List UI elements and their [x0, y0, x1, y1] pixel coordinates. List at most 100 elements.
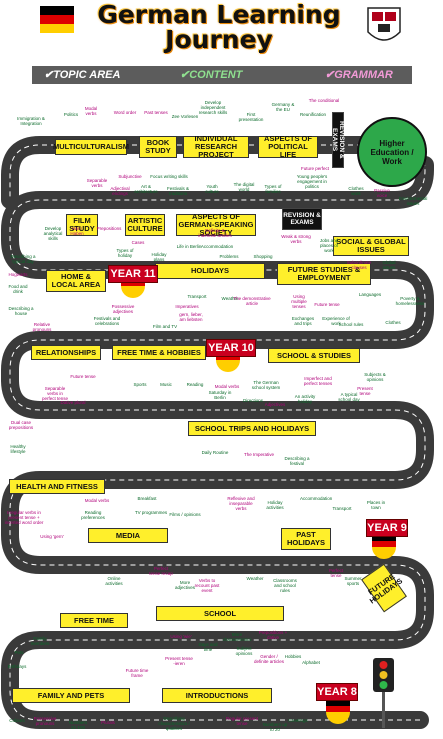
- note: Has / Haben: [70, 226, 84, 236]
- note: Plurals: [101, 720, 115, 725]
- note: Saturday in Berlin: [208, 390, 232, 400]
- topic-free-time-hobbies: FREE TIME & HOBBIES: [112, 345, 206, 360]
- note: Experience of work: [322, 316, 350, 326]
- german-flag-icon: [40, 6, 74, 33]
- note: Modal verbs: [84, 106, 98, 116]
- note: Imperfect and perfect tenses: [303, 376, 333, 386]
- note: Subjunctive: [118, 174, 142, 179]
- note: Modal verbs: [214, 384, 240, 389]
- note: Politics: [63, 112, 79, 117]
- topic-school-trips: SCHOOL TRIPS AND HOLIDAYS: [188, 421, 316, 436]
- note: More adjectives: [174, 580, 195, 590]
- note: Numbers up to 20: [262, 722, 288, 732]
- topic-past-holidays: PAST HOLIDAYS: [281, 528, 331, 550]
- topic-individual-research: INDIVIDUAL RESEARCH PROJECT: [183, 135, 249, 159]
- note: Online activities: [105, 576, 123, 586]
- note: Word order: [113, 110, 137, 115]
- note: Describing a festival: [284, 456, 310, 466]
- note: Focus writing skills: [150, 174, 188, 179]
- year-10-badge: YEAR 10: [206, 339, 256, 357]
- note: Music: [160, 382, 172, 387]
- note: Future tense: [70, 374, 96, 379]
- title-line-1: German Learning: [97, 0, 341, 29]
- note: Accommodation: [300, 496, 333, 501]
- note: Describing a house: [8, 306, 34, 316]
- note: Transport: [332, 506, 352, 511]
- note: Reading preferences: [81, 510, 105, 520]
- topic-family-pets: FAMILY AND PETS: [12, 688, 130, 703]
- school-crest-icon: [367, 7, 401, 41]
- topic-film-study: FILM STUDY: [66, 214, 98, 236]
- note: Life in Berlin: [176, 244, 202, 249]
- note: Gender / definite articles: [254, 654, 285, 664]
- higher-education-circle: Higher Education / Work: [357, 117, 427, 187]
- note: Possessive pronouns: [33, 716, 57, 726]
- note: Prepositions + dative: [258, 630, 288, 640]
- note: Places in town: [366, 500, 386, 510]
- note: Weather: [246, 576, 264, 581]
- note: Hogwarts: [8, 272, 28, 277]
- note: Develop independent research skills: [198, 100, 228, 115]
- note: Separable verbs in perfect tense: [41, 386, 68, 401]
- note: gern, lieber, am liebsten: [179, 312, 203, 322]
- note: Future time frame: [125, 668, 149, 678]
- key-topic-area: ✔TOPIC AREA: [44, 69, 121, 81]
- note: Clothes: [385, 320, 401, 325]
- note: Types of families: [264, 184, 282, 194]
- note: Directions: [242, 398, 263, 403]
- note: Adjectival endings: [110, 186, 130, 196]
- note: Develop analytical skills: [43, 226, 63, 241]
- note: Jobs and places of work: [319, 238, 339, 253]
- note: Festivals & traditions: [166, 186, 189, 196]
- note: Global issues: [382, 260, 396, 270]
- note: Using 'wie': [170, 634, 192, 639]
- note: Greetings: [288, 718, 308, 723]
- note: Future tense: [314, 302, 340, 307]
- note: Summer sports: [344, 576, 362, 586]
- note: Prepositions: [96, 226, 122, 231]
- note: TV programmes: [134, 510, 168, 515]
- note: School rules: [338, 322, 364, 327]
- note: The Imperative: [244, 452, 275, 457]
- note: Languages: [358, 292, 382, 297]
- note: Describing characteristics / qualities: [158, 716, 190, 731]
- note: Shopping: [253, 254, 273, 259]
- note: Transport: [187, 294, 207, 299]
- note: Healthy lifestyle: [10, 444, 26, 454]
- note: Perfect tense: [328, 568, 344, 578]
- note: Festivals and celebrations: [93, 316, 121, 326]
- note: Imperatives: [175, 304, 199, 309]
- note: Breakfast: [137, 496, 157, 501]
- note: An activity holiday: [294, 394, 316, 404]
- topic-social-issues: SOCIAL & GLOBAL ISSUES: [333, 236, 409, 256]
- topic-german-society: ASPECTS OF GERMAN-SPEAKING SOCIETY: [176, 213, 256, 237]
- topic-introductions: INTRODUCTIONS: [162, 688, 272, 703]
- note: Sports: [133, 382, 147, 387]
- note: First presentation: [238, 112, 264, 122]
- topic-artistic-culture: ARTISTIC CULTURE: [125, 214, 165, 236]
- note: More characteristics: [222, 632, 252, 642]
- year-11-badge: YEAR 11: [108, 265, 158, 283]
- note: Subordinate clauses: [346, 260, 372, 270]
- note: Daily Routine: [201, 450, 229, 455]
- note: Present tense -ieren: [165, 656, 193, 666]
- note: Germany & the EU: [271, 102, 295, 112]
- topic-political-life: ASPECTS OF POLITICAL LIFE: [258, 135, 318, 159]
- note: Art & architecture: [134, 184, 158, 194]
- topic-school: SCHOOL: [156, 606, 284, 621]
- topic-health-fitness: HEALTH AND FITNESS: [9, 479, 105, 494]
- note: Regular present tense: [225, 716, 259, 726]
- note: Colours: [9, 718, 25, 723]
- topic-book-study: BOOK STUDY: [139, 136, 177, 158]
- note: Family members: [30, 636, 50, 646]
- note: The conditional: [308, 98, 340, 103]
- note: Holiday plans: [151, 252, 167, 262]
- note: Exchanges and trips: [291, 316, 315, 326]
- note: Past tenses: [144, 110, 168, 115]
- title-line-2: Journey: [165, 25, 273, 54]
- note: Young people's engagement in politics: [296, 174, 328, 189]
- key-bar: [32, 66, 412, 84]
- note: Weak & strong verbs: [281, 234, 311, 244]
- note: Dual case prepositions: [8, 420, 34, 430]
